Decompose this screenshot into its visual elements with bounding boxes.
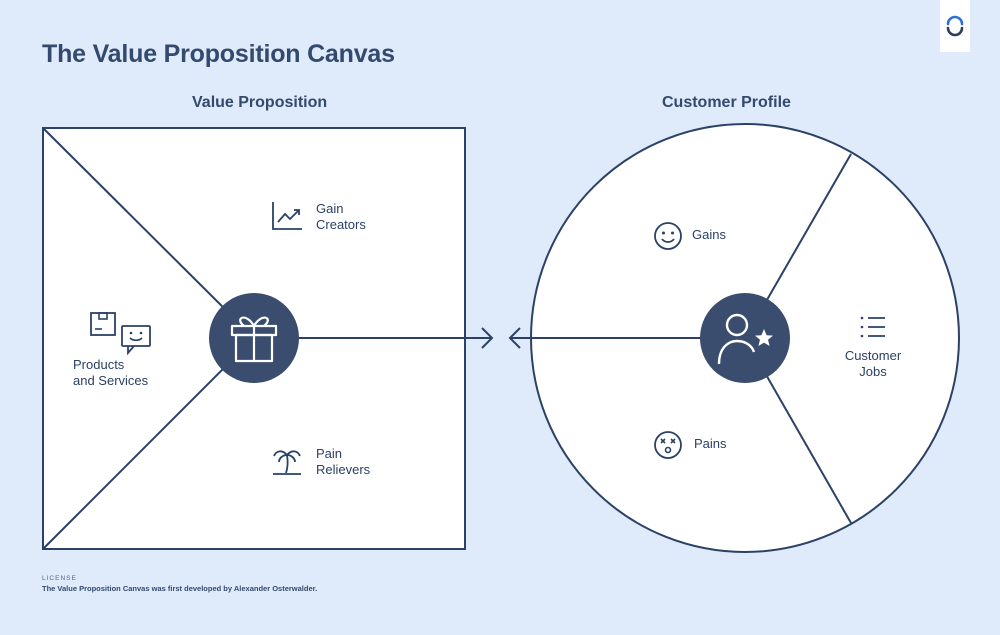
star-icon	[755, 329, 773, 346]
square-divider-lower	[42, 337, 255, 550]
list-icon	[860, 316, 885, 338]
user-star-icon	[717, 313, 756, 365]
square-divider-upper	[42, 127, 255, 339]
products-services-label: Products and Services	[73, 357, 149, 388]
license-label: LICENSE	[42, 575, 77, 582]
smile-face-icon	[654, 222, 682, 250]
page-title: The Value Proposition Canvas	[42, 40, 395, 68]
gift-icon	[230, 316, 278, 363]
loop-logo-icon	[946, 15, 964, 37]
pains-label: Pains	[694, 436, 727, 451]
palm-tree-icon	[273, 450, 301, 475]
gain-creators-label: Gain Creators	[316, 201, 366, 232]
customer-profile-heading: Customer Profile	[662, 94, 791, 111]
value-proposition-heading: Value Proposition	[192, 94, 328, 111]
license-text: The Value Proposition Canvas was first d…	[42, 584, 318, 593]
customer-jobs-label: Customer Jobs	[844, 348, 902, 379]
connector-arrow-right	[481, 327, 494, 349]
logo-badge	[940, 0, 970, 52]
user-hub	[700, 293, 790, 383]
trend-chart-icon	[272, 202, 302, 230]
pain-relievers-label: Pain Relievers	[316, 446, 371, 477]
connector-arrow-left	[508, 327, 521, 349]
gains-label: Gains	[692, 227, 726, 242]
box-chat-icon	[90, 312, 151, 356]
dizzy-face-icon	[654, 431, 682, 459]
